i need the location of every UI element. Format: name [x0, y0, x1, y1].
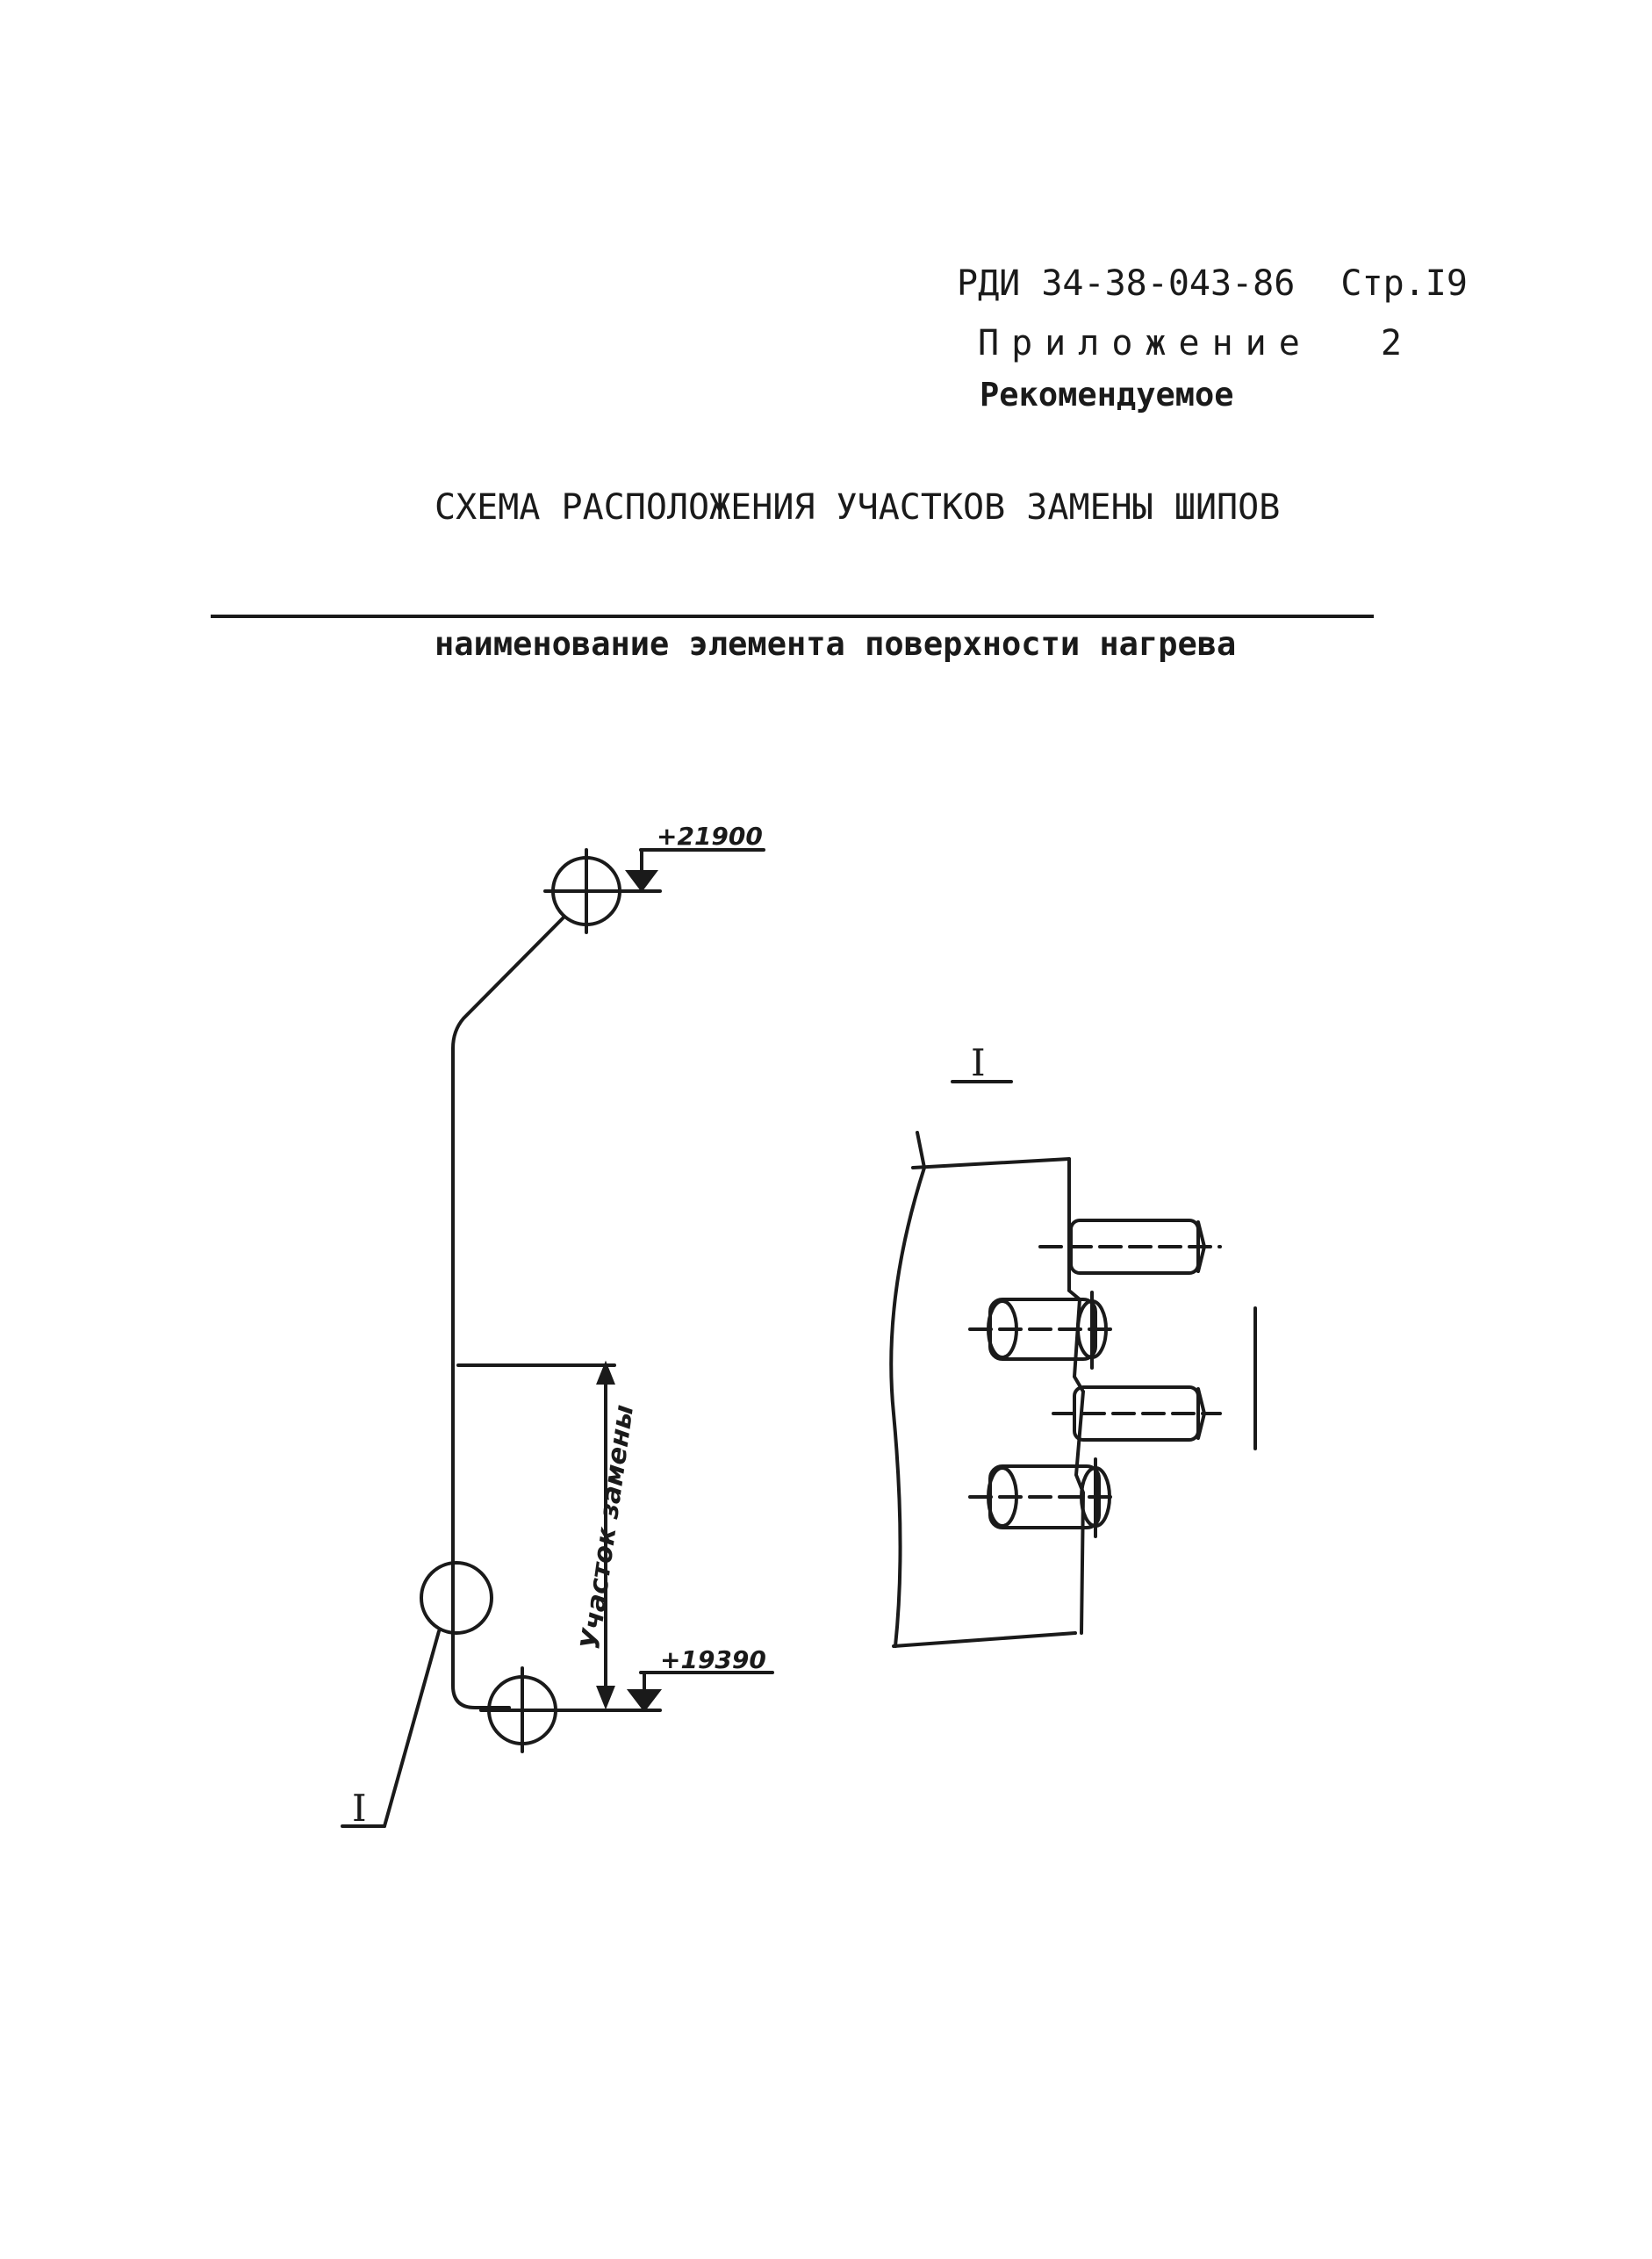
appendix-heading: Приложение 2: [978, 323, 1414, 363]
detail-wall-outline: [889, 1131, 1086, 1648]
bottom-elevation-marker: [554, 1671, 774, 1713]
stud-3: [1052, 1385, 1222, 1442]
callout-leader: [383, 1630, 441, 1828]
replacement-section-label: Участок замены: [575, 1403, 640, 1651]
detail-title: I: [971, 1041, 986, 1084]
page-title: СХЕМА РАСПОЛОЖЕНИЯ УЧАСТКОВ ЗАМЕНЫ ШИПОВ: [435, 487, 1281, 528]
top-elevation-label: +21900: [657, 822, 763, 851]
top-header-circle: [543, 848, 629, 934]
bottom-elevation-label: +19390: [660, 1645, 766, 1674]
tube-path: [451, 916, 565, 1709]
top-elevation-marker: [618, 848, 765, 893]
callout-label: I: [352, 1787, 367, 1830]
stud-2: [968, 1291, 1117, 1370]
bottom-header-circle: [479, 1666, 566, 1753]
callout-circle: [420, 1561, 493, 1635]
appendix-number: 2: [1380, 323, 1415, 363]
section-dimension-line: [596, 1360, 615, 1710]
document-number: РДИ 34-38-043-86: [957, 263, 1296, 304]
stud-1: [1038, 1219, 1222, 1275]
appendix-label: Приложение: [978, 323, 1312, 363]
document-code: РДИ 34-38-043-86 Стр.I9: [957, 263, 1468, 304]
title-underline: [211, 615, 1374, 618]
appendix-status: Рекомендуемое: [980, 376, 1234, 414]
element-name-caption: наименование элемента поверхности нагрев…: [435, 625, 1237, 663]
page-number: Стр.I9: [1340, 263, 1468, 304]
stud-4: [968, 1457, 1118, 1538]
